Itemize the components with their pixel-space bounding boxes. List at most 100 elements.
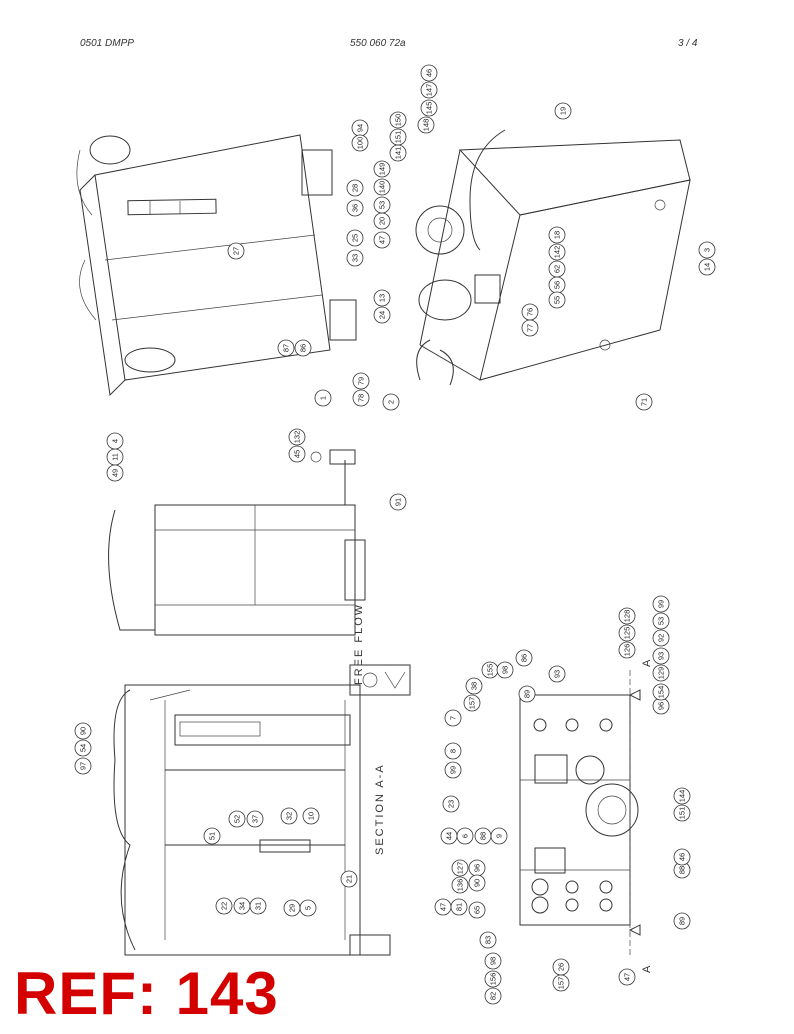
svg-text:46: 46	[678, 853, 687, 861]
svg-text:156: 156	[489, 973, 498, 986]
svg-text:92: 92	[657, 634, 666, 642]
svg-text:132: 132	[293, 431, 302, 444]
item-callout: 151	[673, 804, 691, 822]
svg-text:33: 33	[351, 254, 360, 262]
item-callout: 157	[552, 974, 570, 992]
item-callout: 99	[444, 761, 462, 779]
svg-text:79: 79	[357, 377, 366, 385]
header-left-code: 0501 DMPP	[80, 38, 134, 49]
svg-text:13: 13	[378, 294, 387, 302]
item-callout: 55	[548, 291, 566, 309]
item-callout: 44	[440, 827, 458, 845]
item-callout: 150	[389, 111, 407, 129]
item-callout: 20	[373, 212, 391, 230]
item-callout: 79	[352, 372, 370, 390]
svg-text:55: 55	[553, 296, 562, 304]
svg-text:18: 18	[553, 231, 562, 239]
item-callout: 6	[456, 827, 474, 845]
item-callout: 89	[518, 685, 536, 703]
item-callout: 36	[346, 199, 364, 217]
svg-text:4: 4	[111, 439, 120, 443]
view-top-left-unit	[76, 134, 357, 397]
item-callout: 45	[288, 445, 306, 463]
svg-text:148: 148	[422, 119, 431, 132]
item-callout: 29	[283, 899, 301, 917]
item-callout: 86	[294, 339, 312, 357]
item-callout: 18	[548, 226, 566, 244]
section-arrow-label-bottom: A	[641, 964, 653, 973]
item-callout: 27	[227, 242, 245, 260]
svg-text:99: 99	[657, 600, 666, 608]
item-callout: 147	[420, 81, 438, 99]
item-callout: 8	[444, 742, 462, 760]
svg-text:25: 25	[351, 234, 360, 242]
svg-text:82: 82	[489, 992, 498, 1000]
item-callout: 10	[302, 807, 320, 825]
item-callout: 37	[246, 810, 264, 828]
item-callout: 77	[521, 319, 539, 337]
svg-text:126: 126	[623, 644, 632, 657]
svg-text:19: 19	[559, 107, 568, 115]
item-callout: 81	[450, 898, 468, 916]
item-callout: 82	[484, 987, 502, 1005]
item-callout: 38	[465, 677, 483, 695]
item-callout: 128	[618, 607, 636, 625]
item-callout: 151	[389, 128, 407, 146]
item-callout: 155	[481, 661, 499, 679]
item-callout: 24	[373, 306, 391, 324]
svg-text:45: 45	[293, 450, 302, 458]
svg-text:88: 88	[479, 832, 488, 840]
svg-text:96: 96	[657, 702, 666, 710]
item-callout: 11	[106, 448, 124, 466]
item-callout: 33	[346, 249, 364, 267]
item-callout: 88	[474, 827, 492, 845]
svg-text:90: 90	[79, 727, 88, 735]
svg-text:94: 94	[356, 124, 365, 132]
item-callout: 87	[277, 339, 295, 357]
item-callout: 3	[698, 241, 716, 259]
svg-text:93: 93	[657, 652, 666, 660]
svg-text:53: 53	[378, 201, 387, 209]
item-callout: 93	[548, 665, 566, 683]
item-callout: 13	[373, 289, 391, 307]
view-top-right-unit	[415, 129, 691, 386]
svg-text:151: 151	[678, 807, 687, 820]
svg-text:97: 97	[79, 762, 88, 770]
item-callout: 149	[373, 160, 391, 178]
svg-text:32: 32	[285, 812, 294, 820]
item-callout: 28	[346, 179, 364, 197]
item-callout: 49	[106, 464, 124, 482]
svg-text:21: 21	[345, 875, 354, 883]
item-callout: 140	[373, 178, 391, 196]
svg-text:96: 96	[473, 864, 482, 872]
item-callout: 93	[652, 647, 670, 665]
svg-text:136: 136	[456, 879, 465, 892]
svg-text:86: 86	[520, 654, 529, 662]
item-callout: 25	[346, 229, 364, 247]
item-callout: 89	[673, 912, 691, 930]
item-callout: 96	[652, 697, 670, 715]
svg-text:24: 24	[378, 311, 387, 319]
svg-text:154: 154	[657, 686, 666, 699]
item-callout: 157	[463, 694, 481, 712]
svg-text:129: 129	[657, 667, 666, 680]
svg-text:28: 28	[351, 184, 360, 192]
item-callout: 51	[203, 827, 221, 845]
item-callout: 54	[74, 739, 92, 757]
svg-text:141: 141	[394, 147, 403, 160]
item-callout: 47	[373, 231, 391, 249]
item-callout: 127	[451, 859, 469, 877]
svg-text:150: 150	[394, 114, 403, 127]
svg-text:47: 47	[378, 236, 387, 244]
svg-text:14: 14	[703, 263, 712, 271]
svg-text:147: 147	[425, 84, 434, 97]
item-callout: 76	[521, 303, 539, 321]
svg-text:77: 77	[526, 324, 535, 332]
svg-text:144: 144	[678, 790, 687, 803]
svg-text:100: 100	[356, 137, 365, 150]
item-callout: 53	[373, 196, 391, 214]
svg-text:8: 8	[449, 749, 458, 753]
svg-text:36: 36	[351, 204, 360, 212]
